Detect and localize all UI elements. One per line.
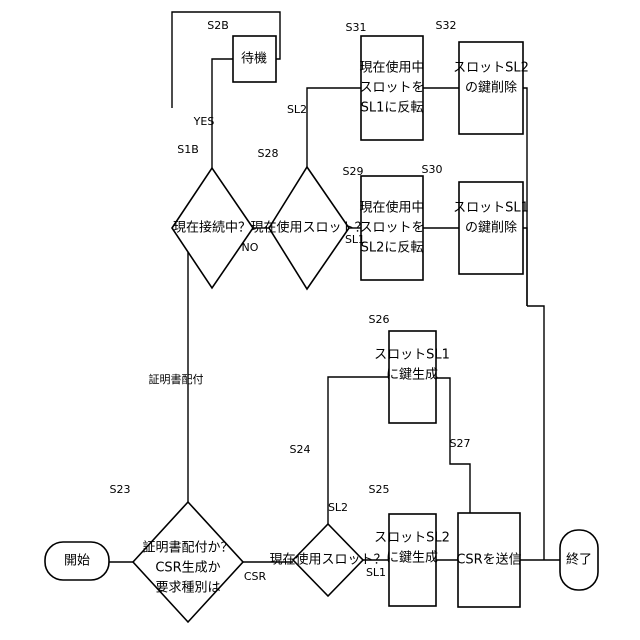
edge-s28-s31 xyxy=(307,88,361,167)
s26-line1: スロットSL1 xyxy=(374,348,450,363)
s31-line1: 現在使用中 xyxy=(359,60,424,76)
s24-decision: 現在使用スロット？ xyxy=(269,524,386,596)
edge-label-sl2-b: SL2 xyxy=(287,103,307,116)
step-label-s26: S26 xyxy=(369,313,390,326)
s30-line1: スロットSL1 xyxy=(453,201,529,216)
s31-line2: スロットを xyxy=(359,81,424,96)
s1b-decision: 現在接続中？ xyxy=(172,168,253,288)
step-label-s23: S23 xyxy=(110,483,131,496)
end-label: 終了 xyxy=(566,552,592,568)
edge-label-csr: CSR xyxy=(244,570,267,583)
s32-box: スロットSL2 の鍵削除 xyxy=(453,42,529,134)
s23-line2: CSR生成か xyxy=(155,561,220,576)
edge-join-end xyxy=(527,306,544,560)
s1b-text: 現在接続中？ xyxy=(173,220,251,236)
step-label-s31: S31 xyxy=(346,21,367,34)
s28-decision: 現在使用スロット？ xyxy=(250,167,367,289)
s31-line3: SL1に反転 xyxy=(361,101,424,116)
s32-line1: スロットSL2 xyxy=(453,61,529,76)
step-label-s2b: S2B xyxy=(207,19,229,32)
s32-line2: の鍵削除 xyxy=(465,80,517,96)
step-label-s28: S28 xyxy=(258,147,279,160)
edge-label-sl2-a: SL2 xyxy=(328,501,348,514)
s23-line3: 証明書配付か？ xyxy=(142,541,233,556)
s29-line1: 現在使用中 xyxy=(359,200,424,216)
step-label-s27: S27 xyxy=(450,437,471,450)
step-label-s1b: S1B xyxy=(177,143,199,156)
s29-box: 現在使用中 スロットを SL2に反転 xyxy=(359,176,424,280)
step-label-s30: S30 xyxy=(422,163,443,176)
s26-line2: に鍵生成 xyxy=(386,367,438,383)
edge-label-yes: YES xyxy=(193,115,215,128)
s2b-box: 待機 xyxy=(233,36,276,82)
s29-line2: スロットを xyxy=(359,221,424,236)
step-label-s29: S29 xyxy=(343,165,364,178)
s26-box: スロットSL1 に鍵生成 xyxy=(374,331,450,423)
start-terminal: 開始 xyxy=(45,542,109,580)
s31-box: 現在使用中 スロットを SL1に反転 xyxy=(359,36,424,140)
edge-label-no: NO xyxy=(242,241,259,254)
s30-line2: の鍵削除 xyxy=(465,220,517,236)
edge-label-sl1-a: SL1 xyxy=(366,566,386,579)
end-terminal: 終了 xyxy=(560,530,598,590)
edge-s1b-s2b xyxy=(212,59,233,168)
s27-text: CSRを送信 xyxy=(456,553,521,568)
s23-line1: 要求種別は xyxy=(155,580,220,596)
step-label-s32: S32 xyxy=(436,19,457,32)
step-label-s24: S24 xyxy=(290,443,311,456)
edge-label-cert: 証明書配付 xyxy=(149,372,204,386)
s27-box: CSRを送信 xyxy=(456,513,521,607)
s29-line3: SL2に反転 xyxy=(361,241,424,256)
s30-box: スロットSL1 の鍵削除 xyxy=(453,182,529,274)
edge-label-sl1-b: SL1 xyxy=(345,233,365,246)
s2b-text: 待機 xyxy=(241,52,267,67)
start-label: 開始 xyxy=(64,554,90,569)
s25-line2: に鍵生成 xyxy=(386,550,438,566)
step-label-s25: S25 xyxy=(369,483,390,496)
s23-decision: 要求種別は CSR生成か 証明書配付か？ xyxy=(133,502,243,622)
s25-line1: スロットSL2 xyxy=(374,531,450,546)
